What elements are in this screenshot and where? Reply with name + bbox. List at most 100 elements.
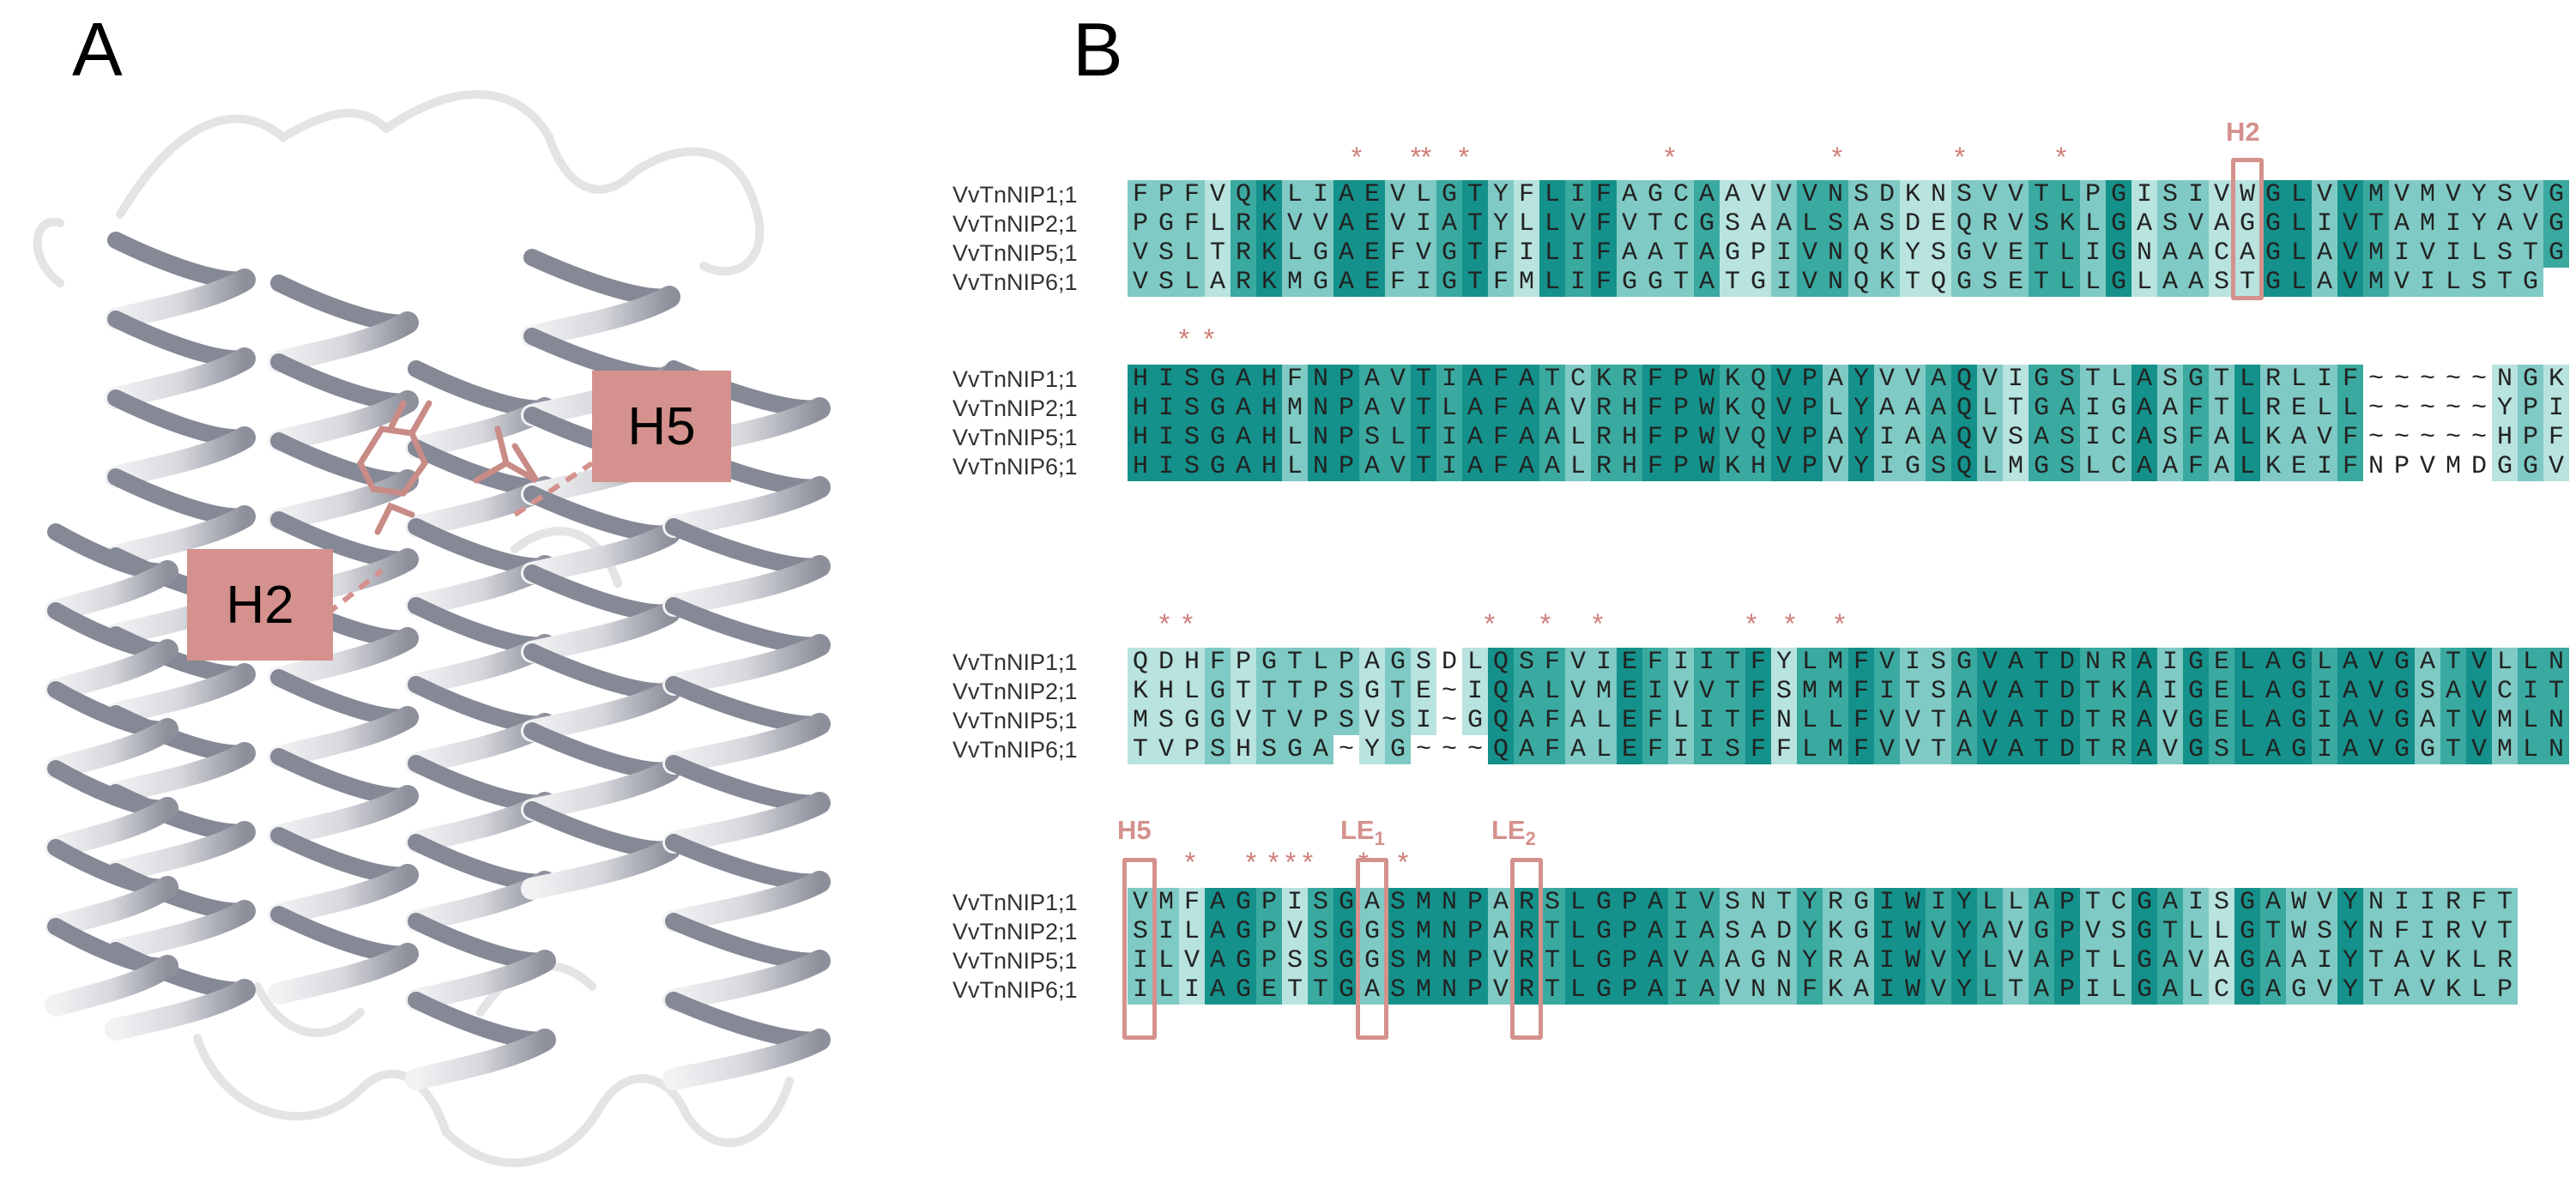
residue: I <box>2157 648 2183 677</box>
residue: A <box>2183 268 2209 297</box>
residue: T <box>2492 917 2518 946</box>
residue: L <box>2054 180 2080 209</box>
residue: A <box>2286 946 2312 975</box>
sequence-name: VvTnNIP2;1 <box>952 919 1078 945</box>
residue: E <box>2209 706 2234 735</box>
residue: A <box>1642 238 1668 268</box>
residue: A <box>1617 238 1642 268</box>
residue: I <box>2312 365 2337 394</box>
residue: V <box>1977 648 2003 677</box>
residue: G <box>1642 268 1668 297</box>
residue: R <box>2492 946 2518 975</box>
residue: T <box>1900 268 1926 297</box>
residue: ~ <box>1441 706 1457 735</box>
residue: L <box>1977 452 2003 481</box>
residue: S <box>1720 917 1745 946</box>
residue: I <box>1282 888 1308 917</box>
residue: A <box>1488 917 1514 946</box>
residue: W <box>1694 452 1720 481</box>
residue: S <box>2106 917 2132 946</box>
residue: L <box>1539 677 1565 706</box>
residue: L <box>2466 238 2492 268</box>
residue: L <box>2312 394 2337 423</box>
residue: G <box>1848 917 1874 946</box>
residue: D <box>1771 917 1797 946</box>
residue: T <box>1282 975 1308 1005</box>
residue: D <box>1900 209 1926 238</box>
residue: A <box>2029 888 2054 917</box>
residue: T <box>1282 677 1308 706</box>
residue: T <box>2080 677 2106 706</box>
residue: C <box>2209 238 2234 268</box>
residue: I <box>1668 648 1694 677</box>
residue: D <box>1153 648 1179 677</box>
residue: Y <box>2337 917 2363 946</box>
residue: N <box>1308 423 1333 452</box>
residue: F <box>1205 648 1231 677</box>
residue: S <box>2312 917 2337 946</box>
residue: H <box>1617 452 1642 481</box>
residue: P <box>2054 975 2080 1005</box>
residue: A <box>1333 238 1359 268</box>
residue: A <box>2209 423 2234 452</box>
residue: T <box>2234 268 2260 297</box>
residue: A <box>2415 706 2440 735</box>
residue: A <box>2132 735 2157 764</box>
residue: ~ <box>2445 423 2461 452</box>
residue: N <box>1823 238 1848 268</box>
residue: F <box>1488 423 1514 452</box>
residue: K <box>2106 677 2132 706</box>
sequence-name: VvTnNIP1;1 <box>952 890 1078 915</box>
le1-box-label-text: LE <box>1340 815 1375 845</box>
residue: L <box>1153 975 1179 1005</box>
residue: ~ <box>2367 423 2384 452</box>
residue: A <box>1333 209 1359 238</box>
residue: I <box>1668 888 1694 917</box>
residue: A <box>2003 648 2029 677</box>
residue: A <box>2029 946 2054 975</box>
residue: V <box>2157 735 2183 764</box>
residue: F <box>1848 677 1874 706</box>
residue: I <box>1874 975 1900 1005</box>
residue: G <box>2415 735 2440 764</box>
conserved-star: * <box>1184 847 1196 878</box>
residue: A <box>1462 365 1488 394</box>
residue: I <box>1436 452 1462 481</box>
residue: A <box>1514 423 1539 452</box>
residue: D <box>2470 452 2487 481</box>
residue: A <box>1848 946 1874 975</box>
residue: I <box>1128 975 1153 1005</box>
residue: G <box>1333 917 1359 946</box>
residue: A <box>1359 888 1385 917</box>
residue: A <box>2389 975 2415 1005</box>
residue: G <box>1359 917 1385 946</box>
residue: L <box>1282 423 1308 452</box>
residue: V <box>1720 975 1745 1005</box>
residue: G <box>2183 677 2209 706</box>
residue: K <box>1720 394 1745 423</box>
residue: A <box>2440 677 2466 706</box>
residue: R <box>1823 946 1848 975</box>
residue: ~ <box>2445 394 2461 423</box>
residue: M <box>2363 268 2389 297</box>
residue: I <box>1565 238 1591 268</box>
helix-turn-front <box>45 560 178 622</box>
residue: F <box>1385 268 1411 297</box>
residue: G <box>1462 706 1488 735</box>
residue: A <box>2492 209 2518 238</box>
residue: F <box>1745 648 1771 677</box>
residue: F <box>2183 423 2209 452</box>
residue: V <box>2209 180 2234 209</box>
residue: V <box>1179 946 1205 975</box>
residue: T <box>2440 648 2466 677</box>
residue: F <box>2183 452 2209 481</box>
residue: K <box>1874 238 1900 268</box>
residue: P <box>1668 423 1694 452</box>
residue: T <box>2543 677 2569 706</box>
residue: L <box>1977 394 2003 423</box>
residue: F <box>1642 365 1668 394</box>
residue: L <box>2106 975 2132 1005</box>
residue: T <box>2080 735 2106 764</box>
residue: H <box>1179 648 1205 677</box>
